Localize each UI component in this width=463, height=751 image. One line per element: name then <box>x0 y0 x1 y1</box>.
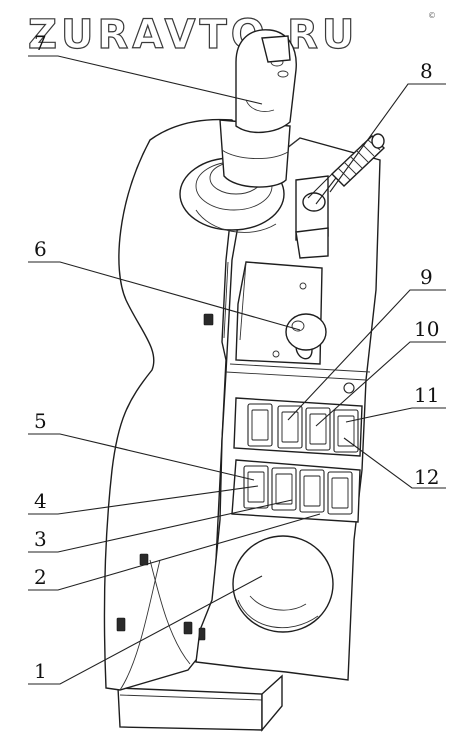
cup-holder <box>232 535 334 633</box>
callout-10: 10 <box>414 317 439 341</box>
leader-lines <box>28 55 446 685</box>
callout-labels: 7 8 6 9 10 11 12 5 4 3 2 1 <box>34 31 439 683</box>
callout-1: 1 <box>34 659 47 683</box>
switch-block-bottom <box>231 459 361 523</box>
rocker-switch <box>271 467 297 511</box>
knob-panel <box>223 261 327 365</box>
callout-4: 4 <box>34 489 47 513</box>
callout-12: 12 <box>414 465 439 489</box>
bolt-icon <box>116 617 126 632</box>
bolt-icon <box>139 553 149 566</box>
screw-icon <box>343 382 355 394</box>
bolt-icon <box>183 621 193 635</box>
bolt-icon <box>203 313 214 326</box>
callout-5: 5 <box>34 409 47 433</box>
switch-block-top <box>233 397 363 457</box>
rocker-switch <box>277 405 303 449</box>
rocker-switch <box>247 403 273 447</box>
callout-6: 6 <box>34 237 47 261</box>
bolt-icon <box>198 627 206 641</box>
callout-7: 7 <box>34 31 47 55</box>
rocker-switch <box>305 407 331 451</box>
joystick-lever <box>179 29 297 233</box>
callout-9: 9 <box>420 265 433 289</box>
callout-8: 8 <box>420 59 433 83</box>
rocker-switch <box>327 471 353 515</box>
rocker-switch <box>299 469 325 513</box>
watermark-text: ZURAVTO.RU <box>28 12 358 58</box>
small-lever <box>295 133 386 259</box>
watermark-copyright: © <box>428 11 436 20</box>
callout-2: 2 <box>34 565 47 589</box>
callout-11: 11 <box>414 383 439 407</box>
callout-3: 3 <box>34 527 47 551</box>
